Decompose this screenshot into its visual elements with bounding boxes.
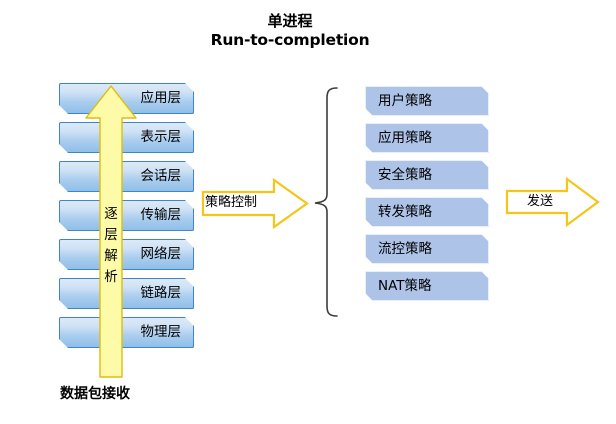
- arrow-label-char-2: 层: [104, 227, 118, 243]
- title-line-english: Run-to-completion: [210, 30, 370, 49]
- arrow-label-char-4: 析: [104, 269, 118, 285]
- osi-layer-label-network: 网络层: [140, 246, 182, 262]
- diagram-title: 单进程 Run-to-completion: [160, 12, 420, 50]
- policy-label-forwarding: 转发策略: [378, 204, 432, 220]
- send-arrow: [505, 176, 600, 228]
- osi-layer-label-transport: 传输层: [140, 207, 182, 223]
- layer-parsing-arrow-label: 逐 层 解 析: [84, 204, 138, 288]
- arrow-label-char-1: 逐: [104, 206, 118, 222]
- policy-label-flowcontrol: 流控策略: [378, 241, 432, 257]
- osi-layer-label-session: 会话层: [140, 168, 182, 184]
- osi-layer-box-session[interactable]: [59, 161, 194, 192]
- arrow-label-char-3: 解: [104, 248, 118, 264]
- policy-control-arrow: [201, 178, 309, 229]
- policy-box-nat[interactable]: [365, 271, 489, 301]
- policy-box-forwarding[interactable]: [365, 197, 489, 227]
- osi-layer-box-presentation[interactable]: [59, 122, 194, 153]
- osi-layer-label-application: 应用层: [140, 90, 182, 106]
- osi-layer-box-physical[interactable]: [59, 317, 194, 348]
- policy-box-flowcontrol[interactable]: [365, 234, 489, 264]
- packet-receive-caption: 数据包接收: [60, 386, 130, 402]
- policy-box-application[interactable]: [365, 123, 489, 153]
- policy-box-security[interactable]: [365, 160, 489, 190]
- send-arrow-label: 发送: [526, 194, 553, 209]
- policy-label-security: 安全策略: [378, 167, 432, 183]
- osi-layer-box-network[interactable]: [59, 239, 194, 270]
- policy-group-brace: [313, 86, 339, 318]
- osi-layer-box-datalink[interactable]: [59, 278, 194, 309]
- layer-parsing-up-arrow: [84, 84, 138, 379]
- policy-label-application: 应用策略: [378, 130, 432, 146]
- policy-label-user: 用户策略: [378, 93, 432, 109]
- osi-layer-label-datalink: 链路层: [140, 285, 182, 301]
- osi-layer-label-presentation: 表示层: [140, 129, 182, 145]
- osi-layer-label-physical: 物理层: [140, 324, 182, 340]
- policy-label-nat: NAT策略: [378, 278, 432, 294]
- policy-control-arrow-label: 策略控制: [205, 195, 258, 210]
- policy-box-user[interactable]: [365, 86, 489, 116]
- osi-layer-box-transport[interactable]: [59, 200, 194, 231]
- title-line-chinese: 单进程: [267, 12, 313, 30]
